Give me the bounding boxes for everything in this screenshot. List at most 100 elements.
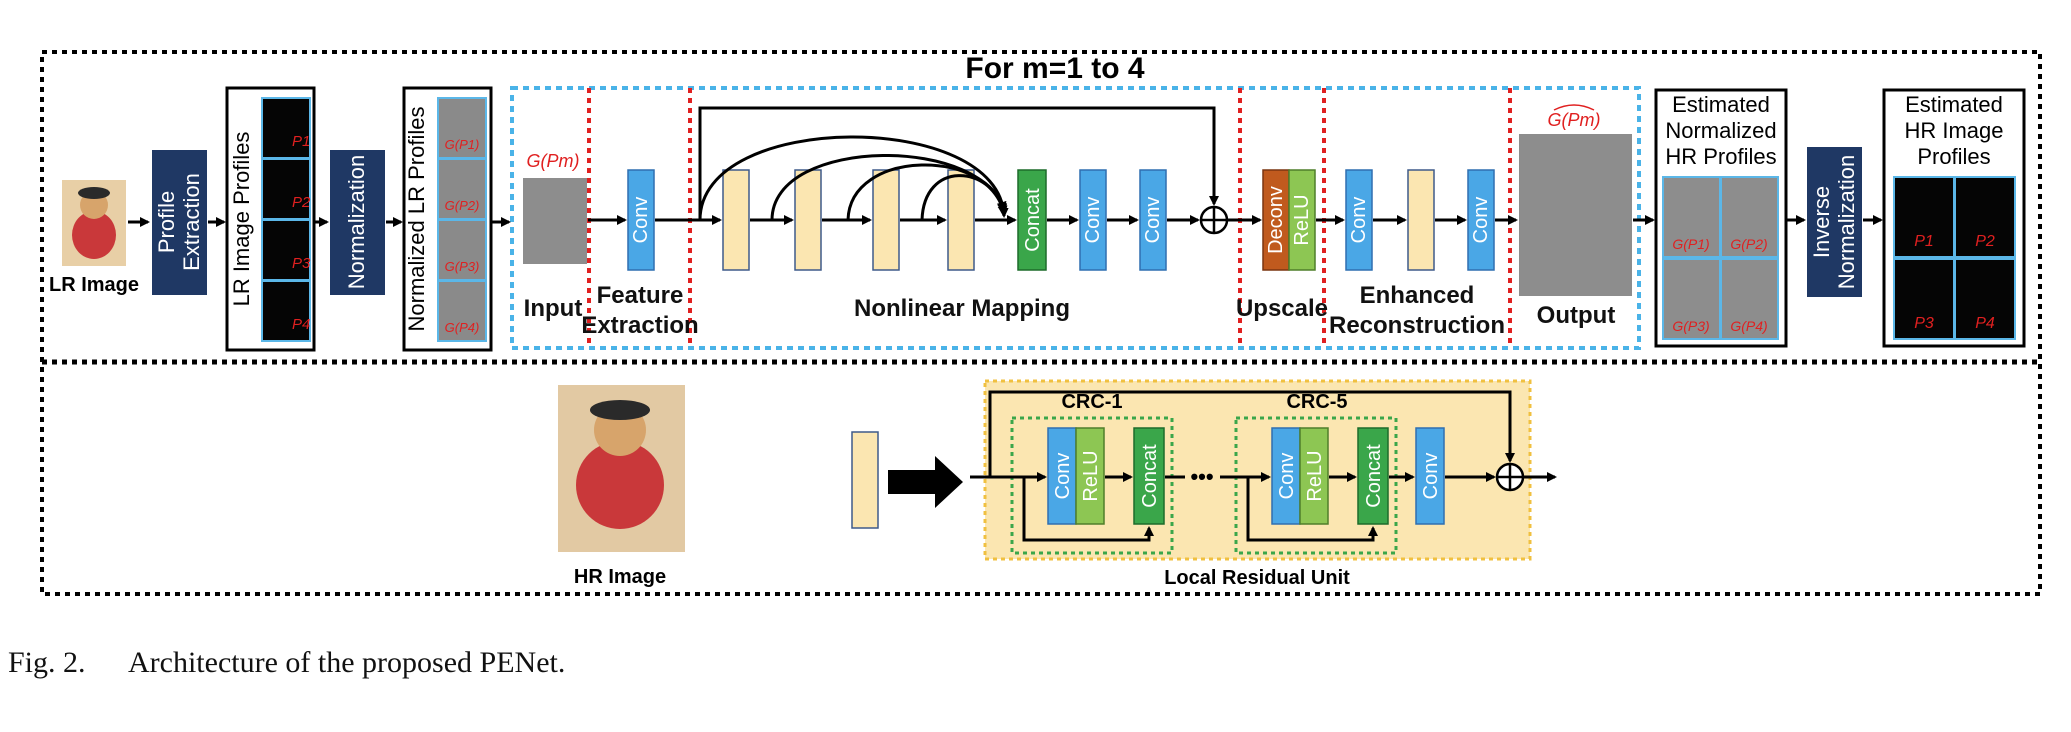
est-norm-title-1: Estimated — [1672, 92, 1770, 117]
deconv-block — [1262, 169, 1290, 271]
lr-profile-glyph-3: P3 — [292, 255, 311, 272]
crc5-conv — [1271, 427, 1301, 525]
crc1-concat-label: Concat — [1139, 444, 1161, 508]
normalization-label: Normalization — [344, 155, 369, 290]
upscale-relu-label: ReLU — [1291, 194, 1313, 245]
lr-profile-thumbnails: P1 P2 P3 P4 — [261, 97, 311, 342]
crc5-conv-label: Conv — [1276, 453, 1298, 500]
est-norm-thumbnails: G(P1) G(P2) G(P3) G(P4) — [1662, 176, 1779, 340]
stage-upscale-label: Upscale — [1236, 295, 1328, 322]
crc1-concat — [1133, 427, 1165, 525]
norm-glyph-4: G(P4) — [445, 320, 480, 335]
enhanced-conv-2 — [1467, 169, 1495, 271]
hr-image-label: HR Image — [574, 566, 666, 588]
crc-ellipsis: ••• — [1190, 464, 1213, 489]
est-hr-glyph-2: P2 — [1975, 233, 1995, 250]
est-norm-glyph-1: G(P1) — [1672, 236, 1709, 252]
crc1-relu — [1075, 427, 1105, 525]
normalized-lr-label: Normalized LR Profiles — [404, 107, 429, 332]
crc5-frame — [1234, 416, 1398, 555]
stage-enhanced-line-2: Reconstruction — [1329, 312, 1505, 339]
normalized-lr-thumbnails: G(P1) G(P2) G(P3) G(P4) — [437, 97, 487, 342]
est-norm-title-3: HR Profiles — [1665, 144, 1776, 169]
crc5-concat — [1357, 427, 1389, 525]
residual-unit-legend-block — [851, 431, 879, 529]
est-hr-glyph-4: P4 — [1975, 315, 1995, 332]
feature-conv-label: Conv — [630, 197, 652, 244]
stage-enhanced-line-1: Enhanced — [1360, 282, 1475, 309]
norm-glyph-3: G(P3) — [445, 259, 480, 274]
lru-sum-node — [1495, 462, 1525, 492]
profile-extraction-box — [152, 150, 207, 295]
crc5-concat-label: Concat — [1363, 444, 1385, 508]
est-hr-title-3: Profiles — [1917, 144, 1990, 169]
main-flow-arrows — [128, 215, 1883, 227]
crc1-relu-label: ReLU — [1080, 450, 1102, 501]
nonlinear-conv-2-label: Conv — [1142, 197, 1164, 244]
sum-node — [1199, 205, 1229, 235]
figure-caption: Architecture of the proposed PENet. — [128, 646, 565, 679]
loop-title: For m=1 to 4 — [965, 52, 1145, 85]
stage-feature-line-2: Extraction — [581, 312, 698, 339]
enhanced-feature-block — [1407, 169, 1435, 271]
hr-image-thumbnail — [558, 385, 685, 552]
lr-profiles-label: LR Image Profiles — [229, 132, 254, 307]
est-hr-glyph-3: P3 — [1914, 315, 1934, 332]
est-norm-glyph-3: G(P3) — [1672, 318, 1709, 334]
est-norm-glyph-2: G(P2) — [1730, 236, 1767, 252]
est-hr-thumbnails: P1 P2 P3 P4 — [1893, 176, 2016, 340]
crc1-frame — [1010, 416, 1174, 555]
crc1-label: CRC-1 — [1061, 391, 1122, 413]
upscale-relu-block — [1288, 169, 1316, 271]
input-glyph: G(Pm) — [527, 151, 580, 171]
crc1-conv — [1047, 427, 1077, 525]
crc5-relu — [1299, 427, 1329, 525]
crc5-relu-label: ReLU — [1304, 450, 1326, 501]
output-image — [1519, 134, 1632, 296]
inverse-normalization-box — [1807, 147, 1862, 297]
output-hat — [1553, 104, 1595, 111]
stage-feature-line-1: Feature — [597, 282, 684, 309]
enhanced-conv-1-label: Conv — [1348, 197, 1370, 244]
lr-profile-glyph-4: P4 — [292, 316, 310, 333]
est-norm-title-2: Normalized — [1665, 118, 1776, 143]
lr-image-label: LR Image — [49, 274, 139, 296]
nonlinear-blocks — [722, 169, 975, 271]
enhanced-conv-2-label: Conv — [1470, 197, 1492, 244]
lru-arrows — [970, 390, 1557, 542]
est-hr-title-1: Estimated — [1905, 92, 2003, 117]
lr-image-thumbnail — [62, 180, 126, 266]
lru-conv — [1415, 427, 1445, 525]
stage-nonlinear-label: Nonlinear Mapping — [854, 295, 1070, 322]
profile-extraction-line-2: Extraction — [179, 173, 204, 271]
figure-number: Fig. 2. — [8, 646, 86, 679]
deconv-label: Deconv — [1265, 186, 1287, 254]
nonlinear-conv-1 — [1079, 169, 1107, 271]
profile-extraction-line-1: Profile — [154, 191, 179, 253]
crc1-conv-label: Conv — [1052, 453, 1074, 500]
feature-conv-block — [627, 169, 655, 271]
expand-arrow-icon — [888, 456, 963, 508]
est-hr-glyph-1: P1 — [1914, 233, 1934, 250]
lru-conv-label: Conv — [1420, 453, 1442, 500]
stage-output-label: Output — [1537, 302, 1616, 329]
crc5-label: CRC-5 — [1286, 391, 1347, 413]
lr-profile-glyph-2: P2 — [292, 194, 311, 211]
skip-connections — [698, 106, 1219, 221]
concat-label: Concat — [1022, 188, 1044, 252]
inverse-norm-line-2: Normalization — [1834, 155, 1859, 290]
inverse-norm-line-1: Inverse — [1809, 186, 1834, 258]
enhanced-conv-1 — [1345, 169, 1373, 271]
concat-block — [1017, 169, 1047, 271]
est-hr-title-2: HR Image — [1904, 118, 2003, 143]
norm-glyph-1: G(P1) — [445, 137, 480, 152]
stage-input-label: Input — [524, 295, 583, 322]
output-glyph: G(Pm) — [1548, 110, 1601, 130]
est-norm-glyph-4: G(P4) — [1730, 318, 1767, 334]
nonlinear-conv-1-label: Conv — [1082, 197, 1104, 244]
normalization-box — [330, 150, 385, 295]
input-image — [523, 178, 587, 264]
norm-glyph-2: G(P2) — [445, 198, 480, 213]
network-frame — [510, 86, 1641, 350]
